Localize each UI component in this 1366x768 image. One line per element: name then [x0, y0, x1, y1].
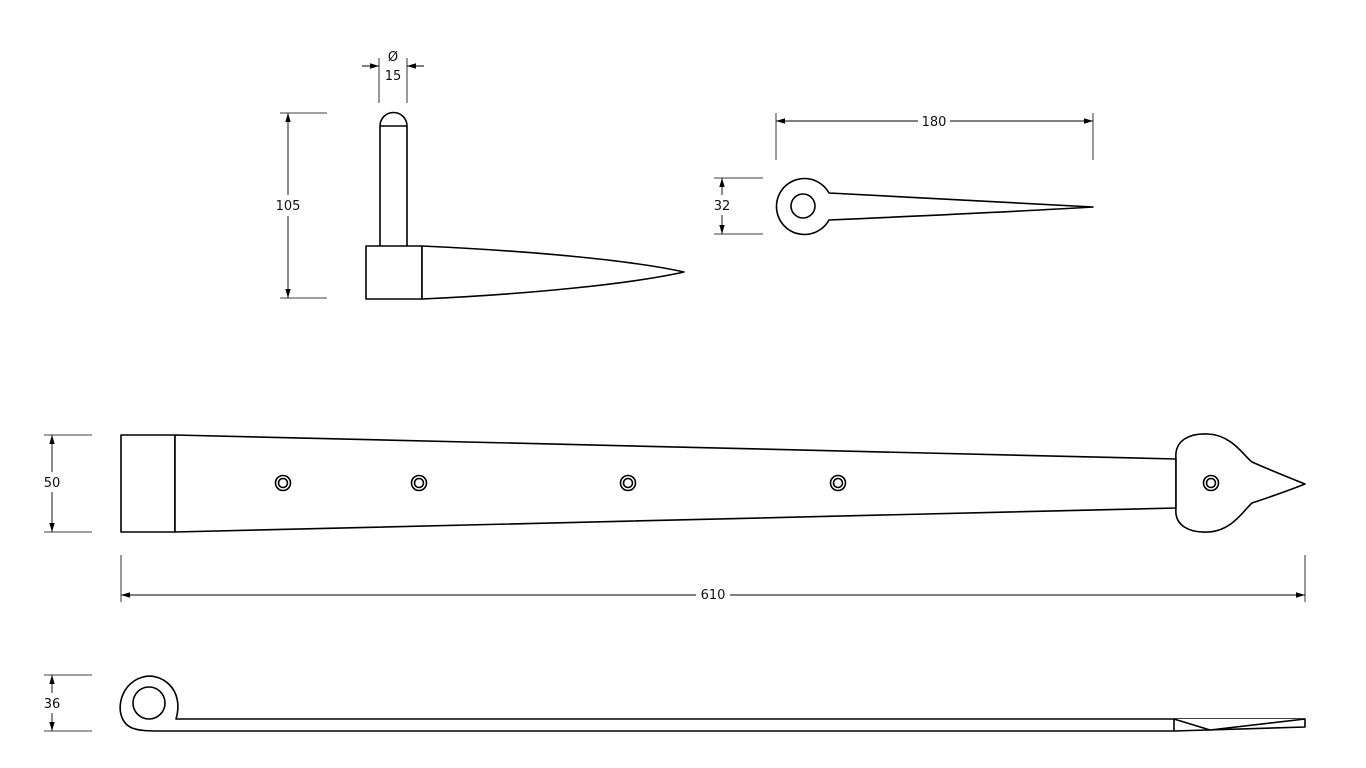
- pintle-pin: [379, 111, 408, 246]
- eye-length-dimension: 180: [775, 113, 1094, 160]
- pintle-diameter-label: 15: [385, 69, 402, 84]
- strap-side-view: [119, 675, 1306, 732]
- pintle-view: [365, 111, 685, 300]
- eye-spike-view: [775, 177, 1094, 236]
- strap-width-label: 50: [44, 476, 61, 491]
- eye-spike: [775, 177, 1094, 236]
- strap-side-profile: [119, 675, 1306, 732]
- strap-curl-hole: [132, 686, 166, 720]
- pintle-diameter-dimension: Ø 15: [362, 50, 424, 103]
- strap-length-label: 610: [701, 588, 726, 603]
- pintle-height-dimension: 105: [272, 112, 327, 299]
- strap-thickness-label: 36: [44, 697, 61, 712]
- eye-width-dimension: 32: [708, 177, 763, 235]
- pintle-diameter-symbol: Ø: [388, 50, 398, 65]
- strap-end-block: [120, 434, 176, 533]
- eye-width-label: 32: [714, 199, 731, 214]
- strap-thickness-dimension: 36: [38, 674, 92, 732]
- pintle-height-label: 105: [276, 199, 301, 214]
- strap-length-dimension: 610: [120, 555, 1306, 603]
- strap-body: [174, 434, 1177, 533]
- pintle-spike: [421, 245, 685, 300]
- strap-spearhead: [1175, 433, 1306, 533]
- eye-length-label: 180: [922, 115, 947, 130]
- eye-hole: [790, 193, 816, 219]
- strap-plan-view: [120, 433, 1306, 533]
- pintle-block: [365, 245, 423, 300]
- strap-width-dimension: 50: [38, 434, 92, 533]
